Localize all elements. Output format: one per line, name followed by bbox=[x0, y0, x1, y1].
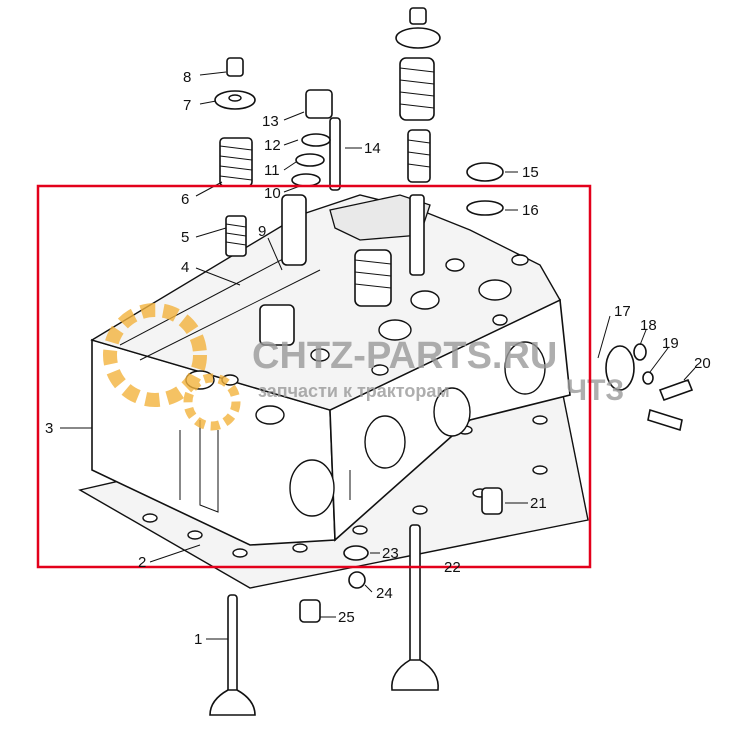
callout-18: 18 bbox=[640, 317, 657, 334]
callout-25: 25 bbox=[338, 609, 355, 626]
callout-13: 13 bbox=[262, 113, 279, 130]
watermark-mark: ЧТЗ bbox=[566, 374, 624, 407]
callout-6: 6 bbox=[181, 191, 189, 208]
watermark-tagline: запчасти к тракторам bbox=[258, 381, 450, 401]
top-valve-spring-group bbox=[259, 7, 504, 346]
valves-and-seats bbox=[209, 524, 439, 716]
gear-logo-icon bbox=[103, 303, 241, 431]
callout-10: 10 bbox=[264, 185, 281, 202]
side-cover-group bbox=[481, 343, 694, 515]
callout-16: 16 bbox=[522, 202, 539, 219]
callout-17: 17 bbox=[614, 303, 631, 320]
callout-20: 20 bbox=[694, 355, 711, 372]
watermark: CHTZ-PARTS.RU запчасти к тракторам ЧТЗ bbox=[103, 303, 624, 431]
callout-5: 5 bbox=[181, 229, 189, 246]
callout-23: 23 bbox=[382, 545, 399, 562]
callout-3: 3 bbox=[45, 420, 53, 437]
callout-2: 2 bbox=[138, 554, 146, 571]
watermark-brand: CHTZ-PARTS.RU bbox=[252, 335, 557, 377]
highlight-rectangle bbox=[36, 184, 592, 569]
callout-22: 22 bbox=[444, 559, 461, 576]
callout-19: 19 bbox=[662, 335, 679, 352]
callout-21: 21 bbox=[530, 495, 547, 512]
callout-15: 15 bbox=[522, 164, 539, 181]
callout-14: 14 bbox=[364, 140, 381, 157]
callout-12: 12 bbox=[264, 137, 281, 154]
callout-8: 8 bbox=[183, 69, 191, 86]
callout-1: 1 bbox=[194, 631, 202, 648]
callout-4: 4 bbox=[181, 259, 189, 276]
callout-24: 24 bbox=[376, 585, 393, 602]
cylinder-head-body bbox=[90, 194, 571, 546]
callout-7: 7 bbox=[183, 97, 191, 114]
callout-9: 9 bbox=[258, 223, 266, 240]
callout-labels: 8 7 6 5 4 9 10 11 12 13 14 15 16 17 18 1… bbox=[45, 69, 711, 648]
callout-11: 11 bbox=[264, 162, 280, 179]
